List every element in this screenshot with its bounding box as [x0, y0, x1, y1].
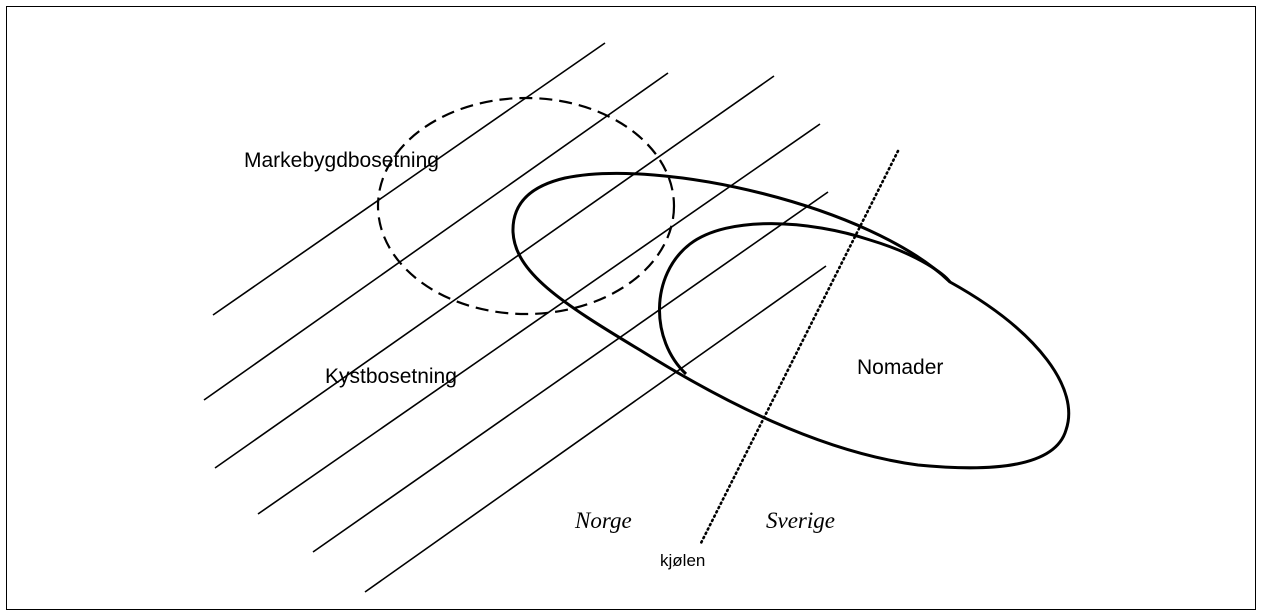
coastal-hatching — [203, 42, 829, 593]
markebygd-ellipse — [376, 96, 676, 316]
hatch-line — [203, 72, 669, 401]
label-kystbosetning: Kystbosetning — [325, 365, 457, 388]
nomader-loop — [658, 222, 952, 376]
outer-settlement-loop — [511, 171, 1071, 470]
hatch-line — [364, 265, 827, 593]
hatch-line — [312, 191, 829, 553]
kjolen-border-line — [699, 149, 900, 545]
label-markebygdbosetning: Markebygdbosetning — [244, 149, 439, 172]
diagram-frame — [6, 6, 1256, 610]
label-sverige: Sverige — [766, 508, 835, 533]
hatch-line — [214, 75, 775, 469]
hatch-line — [257, 123, 821, 515]
label-norge: Norge — [574, 508, 632, 533]
hatch-line — [212, 42, 606, 316]
label-kjolen: kjølen — [660, 551, 705, 570]
label-nomader: Nomader — [857, 356, 943, 379]
